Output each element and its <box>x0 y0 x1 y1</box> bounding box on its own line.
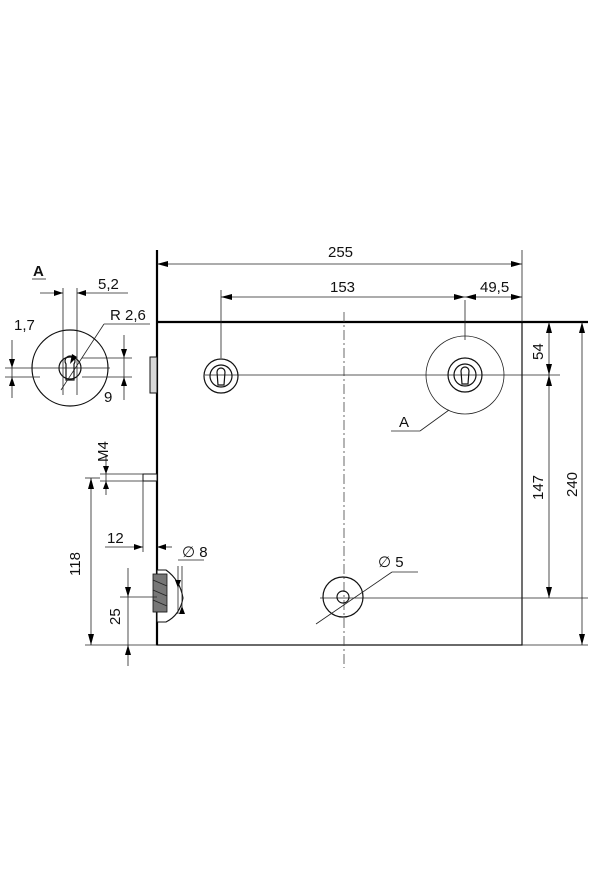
dim-total-width: 255 <box>328 244 353 261</box>
callout-leader-diag <box>419 409 450 432</box>
dim-small: 9 <box>104 389 112 406</box>
dim-slot-width: 5,2 <box>98 276 119 293</box>
dim-total-height: 240 <box>564 472 581 497</box>
side-tab <box>149 356 158 394</box>
bottom-hole <box>315 571 418 625</box>
dim-thread: M4 <box>95 441 112 462</box>
dim-right-offset: 49,5 <box>480 279 509 296</box>
dim-radius: R 2,6 <box>110 307 146 324</box>
dim-height: 118 <box>67 552 84 576</box>
dim-offset: 1,7 <box>14 317 35 334</box>
dim-bottom: 25 <box>107 608 124 625</box>
dim-bottom-hole: ∅ 5 <box>378 554 404 571</box>
dim-wall: 12 <box>107 530 124 547</box>
callout-label: A <box>399 414 409 431</box>
keyhole-right <box>425 300 505 415</box>
side-view: M4 118 12 ∅ 8 25 <box>67 441 208 666</box>
detail-label: A <box>33 263 44 280</box>
front-view: A ∅ 5 255 153 49,5 54 <box>149 244 588 668</box>
keyhole-left <box>203 358 239 394</box>
m4-stud <box>142 473 158 482</box>
dim-top-offset: 54 <box>530 343 547 360</box>
dim-vertical-spacing: 147 <box>530 475 547 500</box>
dim-hole-spacing: 153 <box>330 279 355 296</box>
detail-a: A 5,2 R 2,6 1,7 9 <box>5 263 150 407</box>
dim-hole: ∅ 8 <box>182 544 208 561</box>
